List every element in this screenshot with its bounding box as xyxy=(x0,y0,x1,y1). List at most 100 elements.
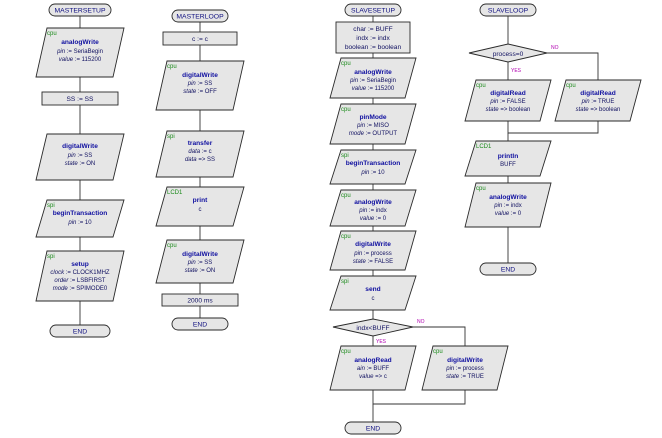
slaveloop-flow: SLAVELOOP process=0 YES NO cpu digitalRe… xyxy=(464,3,642,276)
ml-end-terminal[interactable]: END xyxy=(171,317,229,331)
ss-b2-tag: cpu xyxy=(341,107,351,113)
masterloop-flow: MASTERLOOP c := c cpu digitalWrite pin :… xyxy=(155,9,245,331)
ss-declarations-block[interactable]: char := BUFF indx := indx boolean := boo… xyxy=(335,21,411,54)
ss-b7-param2: value => c xyxy=(359,374,387,380)
ml-b4-tag: cpu xyxy=(167,243,177,249)
ss-b7-title: analogRead xyxy=(354,357,391,364)
ss-b5-tag: cpu xyxy=(341,234,351,240)
ms-ss-assign-block[interactable]: SS := SS xyxy=(41,91,119,106)
ms-end-terminal[interactable]: END xyxy=(49,324,111,338)
ml-b4-title: digitalWrite xyxy=(182,251,218,258)
ss-digitalwrite-block[interactable]: cpu digitalWrite pin := process state :=… xyxy=(329,230,417,271)
ss-b4-param1: pin := indx xyxy=(358,208,387,214)
ss-send-block[interactable]: spi send c xyxy=(329,275,417,311)
ml-b2-title: transfer xyxy=(188,140,213,147)
sl-analogwrite-block[interactable]: cpu analogWrite pin := indx value := 0 xyxy=(464,182,552,228)
ms-analogwrite-block[interactable]: cpu analogWrite pin := SeriaBegin value … xyxy=(35,27,125,78)
masterloop-terminal[interactable]: MASTERLOOP xyxy=(171,9,229,23)
mastersetup-terminal[interactable]: MASTERSETUP xyxy=(48,3,112,17)
slavesetup-label: SLAVESETUP xyxy=(351,8,396,15)
ss-b3-title: beginTransaction xyxy=(346,160,401,167)
ml-b2-param1: data := c xyxy=(188,149,211,155)
ml-print-block[interactable]: LCD1 print c xyxy=(155,186,245,227)
ss-yes-label: YES xyxy=(376,339,387,345)
ml-digitalwrite-off-block[interactable]: cpu digitalWrite pin := SS state := OFF xyxy=(155,60,245,111)
ms-p1-text: SS := SS xyxy=(67,96,95,103)
ms-setup-block[interactable]: spi setup clock := CLOCK1MHZ order := LS… xyxy=(35,250,125,302)
ss-b5-param1: pin := process xyxy=(353,251,392,257)
ss-analogwrite2-block[interactable]: cpu analogWrite pin := indx value := 0 xyxy=(329,189,417,227)
ss-b3-tag: spi xyxy=(341,153,349,159)
ms-b4-param1: clock := CLOCK1MHZ xyxy=(50,270,110,276)
ss-condition-diamond[interactable]: indx<BUFF xyxy=(332,318,414,337)
ss-decl3: boolean := boolean xyxy=(345,44,402,51)
ms-b1-param1: pin := SeriaBegin xyxy=(56,49,103,55)
sl-b1-title: digitalRead xyxy=(490,90,526,97)
ss-b8-param2: state := TRUE xyxy=(446,374,484,380)
ms-b1-param2: value := 115200 xyxy=(59,57,102,63)
ss-b8-title: digitalWrite xyxy=(447,357,483,364)
ml-b1-title: digitalWrite xyxy=(182,72,218,79)
ss-digitalwrite-true-block[interactable]: cpu digitalWrite pin := process state :=… xyxy=(421,345,509,391)
ss-b8-param1: pin := process xyxy=(445,366,484,372)
sl-no-label: NO xyxy=(551,45,559,51)
sl-b1-param2: state => boolean xyxy=(486,107,531,113)
ml-c-assign-block[interactable]: c := c xyxy=(162,31,238,46)
slaveloop-terminal[interactable]: SLAVELOOP xyxy=(479,3,537,17)
ms-b3-tag: spi xyxy=(47,203,55,209)
ml-b1-param2: state := OFF xyxy=(183,89,217,95)
ms-b4-param2: order := LSBFIRST xyxy=(54,278,106,284)
sl-end-terminal[interactable]: END xyxy=(479,262,537,276)
ms-b3-param1: pin := 10 xyxy=(67,220,92,226)
ss-analogwrite-block[interactable]: cpu analogWrite pin := SeriaBegin value … xyxy=(329,57,417,99)
ss-b3-param1: pin := 10 xyxy=(360,170,385,176)
masterloop-label: MASTERLOOP xyxy=(176,14,224,21)
ss-cond-text: indx<BUFF xyxy=(356,325,389,332)
slaveloop-label: SLAVELOOP xyxy=(488,8,529,15)
ml-transfer-block[interactable]: spi transfer data := c data => SS xyxy=(155,130,245,178)
ms-begintransaction-block[interactable]: spi beginTransaction pin := 10 xyxy=(35,199,125,238)
ss-analogread-block[interactable]: cpu analogRead ain := BUFF value => c xyxy=(329,345,417,391)
mastersetup-label: MASTERSETUP xyxy=(55,8,106,15)
ml-p1-text: c := c xyxy=(192,36,209,43)
sl-b4-param1: pin := indx xyxy=(493,203,522,209)
sl-b2-param2: state => boolean xyxy=(576,107,621,113)
ss-decl2: indx := indx xyxy=(356,35,390,42)
ss-b6-tag: spi xyxy=(341,279,349,285)
ml-p2-text: 2000 ms xyxy=(187,298,213,305)
ms-b1-title: analogWrite xyxy=(61,39,99,46)
ms-b1-tag: cpu xyxy=(47,31,57,37)
mastersetup-flow: MASTERSETUP cpu analogWrite pin := Seria… xyxy=(35,3,125,338)
sl-println-block[interactable]: LCD1 println BUFF xyxy=(464,140,552,177)
ms-b4-title: setup xyxy=(71,261,89,268)
ml-end-label: END xyxy=(193,322,207,329)
ss-b1-tag: cpu xyxy=(341,61,351,67)
ss-b1-param2: value := 115200 xyxy=(352,86,395,92)
slavesetup-flow: SLAVESETUP char := BUFF indx := indx boo… xyxy=(329,3,509,435)
ml-digitalwrite-on-block[interactable]: cpu digitalWrite pin := SS state := ON xyxy=(155,239,245,284)
ms-b4-param3: mode := SPIMODE0 xyxy=(53,286,108,292)
sl-b3-title: println xyxy=(498,153,519,160)
ml-b3-title: print xyxy=(193,197,208,204)
sl-cond-text: process=0 xyxy=(493,51,524,58)
ml-delay-block[interactable]: 2000 ms xyxy=(161,293,239,307)
sl-digitalread-true-block[interactable]: cpu digitalRead pin := TRUE state => boo… xyxy=(554,79,642,122)
ss-b1-title: analogWrite xyxy=(354,69,392,76)
slavesetup-terminal[interactable]: SLAVESETUP xyxy=(344,3,402,17)
sl-condition-diamond[interactable]: process=0 xyxy=(468,43,548,63)
ms-digitalwrite-block[interactable]: digitalWrite pin := SS state := ON xyxy=(35,133,125,181)
ml-b2-param2: data => SS xyxy=(185,157,215,163)
ml-b4-param2: state := ON xyxy=(185,268,216,274)
ml-b1-tag: cpu xyxy=(167,64,177,70)
ss-begintransaction-block[interactable]: spi beginTransaction pin := 10 xyxy=(329,149,417,185)
ss-pinmode-block[interactable]: cpu pinMode pin := MISO mode := OUTPUT xyxy=(329,103,417,145)
sl-b3-param1: BUFF xyxy=(500,162,516,168)
ms-b2-param2: state := ON xyxy=(65,161,96,167)
ss-no-label: NO xyxy=(417,319,425,325)
sl-b4-tag: cpu xyxy=(476,186,486,192)
ss-b5-param2: state := FALSE xyxy=(353,259,393,265)
sl-digitalread-false-block[interactable]: cpu digitalRead pin := FALSE state => bo… xyxy=(464,79,552,122)
ml-b3-tag: LCD1 xyxy=(167,190,183,196)
ss-end-terminal[interactable]: END xyxy=(344,421,402,435)
